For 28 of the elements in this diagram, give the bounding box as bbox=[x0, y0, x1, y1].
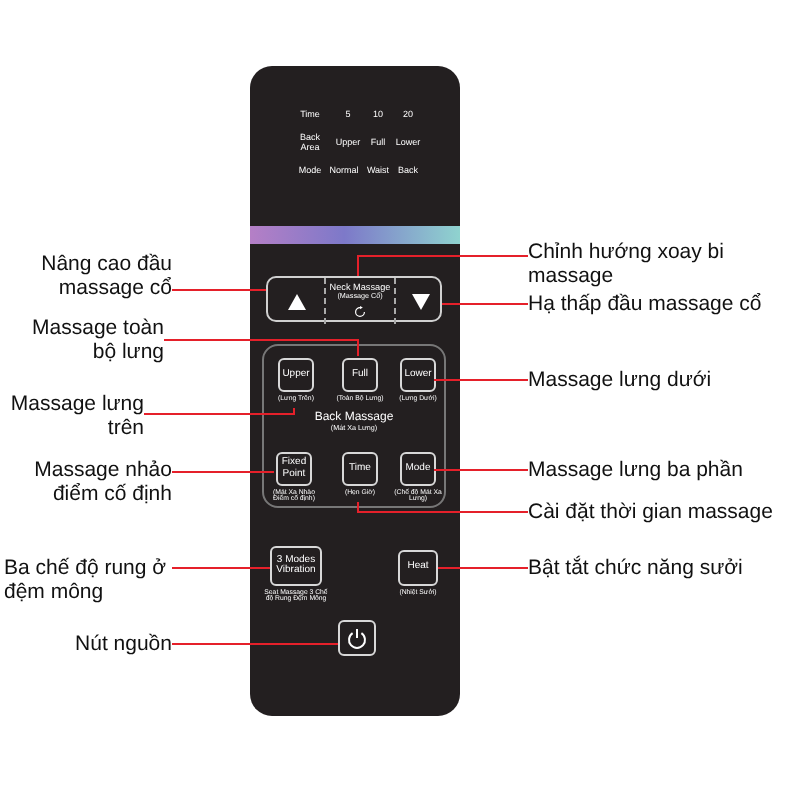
button-group bbox=[262, 344, 446, 508]
callout-label: Nút nguồn bbox=[4, 632, 172, 656]
power-button bbox=[338, 620, 376, 656]
callout-label: Bật tắt chức năng sưởi bbox=[528, 556, 796, 580]
leader-line bbox=[357, 501, 529, 513]
leader-line bbox=[441, 303, 529, 305]
leader-line bbox=[143, 407, 295, 415]
callout-label: Chỉnh hướng xoay bi massage bbox=[528, 240, 796, 288]
leader-line bbox=[171, 289, 267, 291]
leader-line bbox=[171, 643, 339, 645]
leader-line bbox=[357, 255, 529, 277]
callout-label: Massage lưng dưới bbox=[528, 368, 796, 392]
leader-line bbox=[437, 567, 529, 569]
remote-panel bbox=[250, 66, 460, 716]
leader-line bbox=[433, 379, 529, 381]
callout-label: Ba chế độ rung ở đệm mông bbox=[4, 556, 172, 604]
leader-line bbox=[171, 471, 275, 473]
neck-button-group bbox=[266, 276, 442, 322]
callout-label: Massage nhảo điểm cố định bbox=[4, 458, 172, 506]
callout-label: Massage lưng trên bbox=[4, 392, 144, 440]
callout-label: Hạ thấp đầu massage cổ bbox=[528, 292, 796, 316]
callout-label: Nâng cao đầu massage cổ bbox=[4, 252, 172, 300]
callout-label: Massage lưng ba phần bbox=[528, 458, 796, 482]
callout-label: Massage toàn bộ lưng bbox=[4, 316, 164, 364]
leader-line bbox=[433, 469, 529, 471]
leader-line bbox=[171, 567, 271, 569]
leader-line bbox=[163, 339, 359, 357]
callout-label: Cài đặt thời gian massage bbox=[528, 500, 796, 524]
